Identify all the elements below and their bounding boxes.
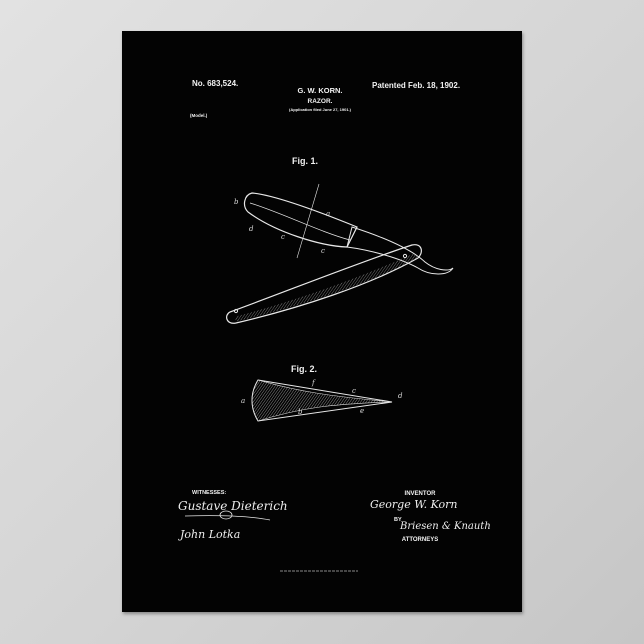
part-letter: c: [321, 247, 325, 255]
application-date: (Application filed June 27, 1901.): [289, 107, 352, 112]
fig2-cross-section: a f c d b e: [241, 379, 403, 421]
attorneys-heading: ATTORNEYS: [402, 537, 438, 543]
blade-edge-line: [250, 203, 350, 240]
part-letter: f: [311, 379, 316, 387]
part-letter: e: [360, 407, 364, 415]
patent-number: No. 683,524.: [192, 79, 238, 88]
wedge-hatched: [252, 380, 392, 421]
part-letter: d: [249, 225, 254, 233]
part-letter: a: [326, 210, 330, 218]
inventor-header: G. W. KORN.: [298, 86, 343, 95]
pivot-pin-icon: [403, 254, 406, 257]
part-letter: d: [398, 392, 403, 400]
part-letter: c: [352, 387, 356, 395]
witness-signature: John Lotka: [178, 528, 240, 541]
part-letter: c: [281, 233, 285, 241]
inventor-heading: INVENTOR: [405, 491, 437, 497]
witnesses-heading: WITNESSES:: [192, 490, 226, 496]
fig2-label: Fig. 2.: [291, 364, 317, 374]
part-letter: a: [241, 397, 245, 405]
witness-signature: Gustave Dieterich: [178, 499, 288, 513]
part-letter: b: [298, 408, 303, 416]
fig1-label: Fig. 1.: [292, 156, 318, 166]
inventor-signature: George W. Korn: [370, 498, 458, 511]
handle-shading: [236, 254, 418, 321]
part-letter: b: [234, 198, 239, 206]
patent-title: RAZOR.: [308, 98, 333, 105]
pivot-pin-icon: [234, 309, 237, 312]
razor-blade: [245, 193, 357, 247]
attorney-signature: Briesen & Knauth: [399, 521, 491, 532]
model-note: (Model.): [190, 113, 208, 118]
fig1-razor: b a d c c: [227, 184, 453, 323]
patented-date: Patented Feb. 18, 1902.: [372, 81, 460, 90]
section-line: [297, 184, 319, 258]
